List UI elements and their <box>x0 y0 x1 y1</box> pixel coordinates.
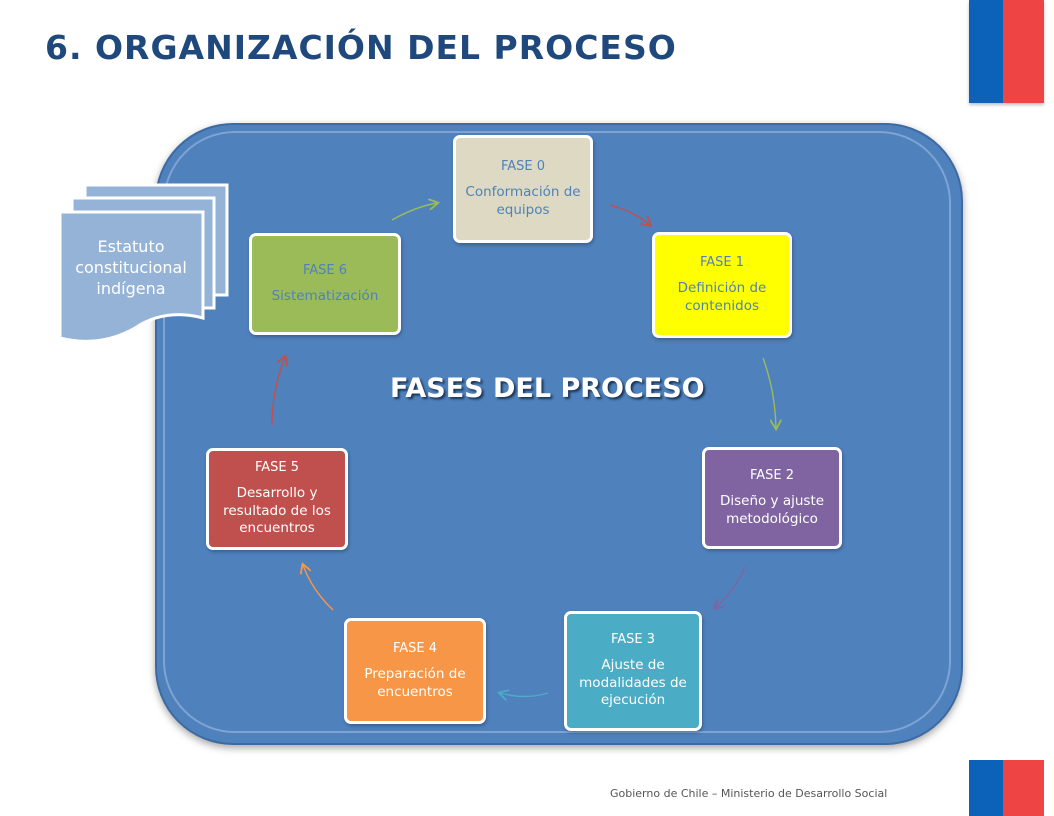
document-line-3: indígena <box>96 278 166 298</box>
flag-red-stripe <box>1003 760 1044 816</box>
phase-description: Diseño y ajuste metodológico <box>719 492 825 527</box>
chile-flag-top <box>969 0 1044 103</box>
phase-description: Ajuste de modalidades de ejecución <box>579 657 687 709</box>
flag-blue-stripe <box>969 0 1003 103</box>
phase-label: FASE 0 <box>500 158 546 174</box>
phase-box-4: FASE 4 Preparación de encuentros <box>344 618 486 724</box>
document-stack-icon <box>58 183 229 343</box>
phase-label: FASE 2 <box>749 467 795 483</box>
arrow-fase1-to-fase2 <box>762 357 776 428</box>
phase-box-3: FASE 3 Ajuste de modalidades de ejecució… <box>564 611 702 731</box>
phase-label: FASE 6 <box>302 262 348 278</box>
phase-box-2: FASE 2 Diseño y ajuste metodológico <box>702 447 842 549</box>
document-line-1: Estatuto <box>97 237 165 256</box>
phase-label: FASE 1 <box>699 254 745 270</box>
phase-box-5: FASE 5 Desarrollo y resultado de los enc… <box>206 448 348 550</box>
chile-flag-bottom <box>969 760 1044 816</box>
phase-box-1: FASE 1 Definición de contenidos <box>652 232 792 338</box>
arrow-fase5-to-fase6 <box>271 357 285 426</box>
phase-box-6: FASE 6 Sistematización <box>249 233 401 335</box>
phase-description: Preparación de encuentros <box>364 665 466 700</box>
phase-label: FASE 5 <box>254 460 300 476</box>
phase-label: FASE 3 <box>610 632 656 648</box>
phase-description: Definición de contenidos <box>677 279 767 314</box>
document-line-2: constitucional <box>75 257 187 277</box>
flag-red-stripe <box>1003 0 1044 103</box>
page-title: 6. ORGANIZACIÓN DEL PROCESO <box>45 28 677 67</box>
arrow-fase6-to-fase0 <box>391 203 437 221</box>
process-panel-inner-border <box>163 131 951 733</box>
phase-label: FASE 4 <box>392 640 438 656</box>
arrow-fase3-to-fase4 <box>500 693 549 697</box>
arrow-fase2-to-fase3 <box>715 566 746 608</box>
document-text: Estatuto constitucional indígena <box>60 237 202 299</box>
center-title: FASES DEL PROCESO <box>390 373 705 404</box>
arrow-fase0-to-fase1 <box>609 204 650 225</box>
phase-description: Conformación de equipos <box>465 183 581 218</box>
footer-text: Gobierno de Chile – Ministerio de Desarr… <box>610 787 888 800</box>
phase-box-0: FASE 0 Conformación de equipos <box>453 135 593 243</box>
flag-blue-stripe <box>969 760 1003 816</box>
arrow-fase4-to-fase5 <box>303 565 334 611</box>
phase-description: Sistematización <box>271 287 379 304</box>
phase-description: Desarrollo y resultado de los encuentros <box>223 485 331 537</box>
